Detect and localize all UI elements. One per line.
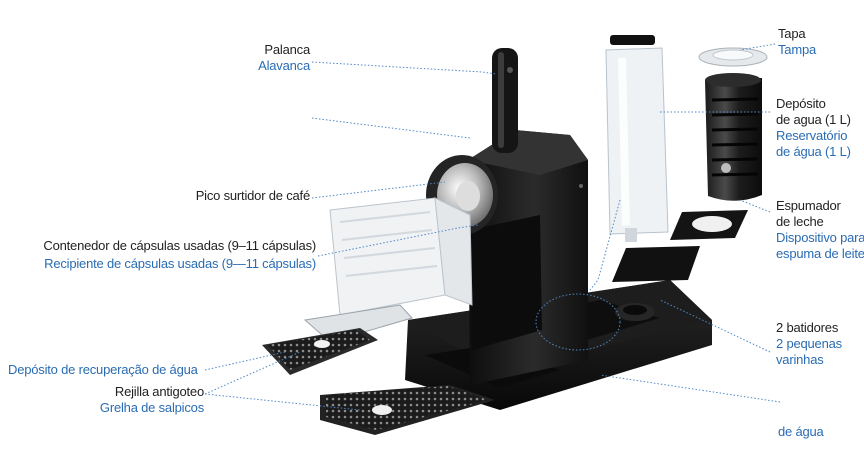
label-drip-grid-es: Rejilla antigoteo [114, 384, 204, 399]
label-tank-pt-2: de água (1 L) [776, 144, 851, 159]
label-frother-es-2: de leche [776, 214, 824, 229]
label-lid-pt: Tampa [778, 42, 817, 57]
milk-frother [705, 73, 762, 201]
leader-lines [204, 43, 781, 411]
water-tank [605, 35, 669, 242]
frother-lid [698, 47, 768, 67]
capsule-container [329, 197, 473, 316]
label-tank-es-2: de agua (1 L) [776, 112, 851, 127]
drip-tray [262, 304, 413, 375]
splash-grid [320, 385, 495, 435]
label-frother-es-1: Espumador [776, 198, 841, 213]
label-lever-es: Palanca [264, 42, 310, 57]
label-tank-es-1: Depósito [776, 96, 826, 111]
whisk-callout [535, 293, 621, 351]
label-lid-es: Tapa [778, 26, 806, 41]
label-capsule-container-pt: Recipiente de cápsulas usadas (9—11 cáps… [44, 256, 316, 271]
label-whisks-es: 2 batidores [776, 320, 839, 335]
frother-base [612, 210, 748, 282]
label-drip-grid-pt: Grelha de salpicos [99, 400, 204, 415]
label-frother-pt-1: Dispositivo para [776, 230, 864, 245]
label-whisks-pt-2: varinhas [776, 352, 824, 367]
label-drip-tray-pt: Depósito de recuperação de água [8, 362, 198, 377]
label-whisks-pt-1: 2 pequenas [776, 336, 842, 351]
label-lever-pt: Alavanca [258, 58, 310, 73]
machine-body [426, 48, 588, 385]
label-tank-pt-1: Reservatório [776, 128, 848, 143]
label-frother-pt-2: espuma de leite [776, 246, 864, 261]
label-capsule-container-es: Contenedor de cápsulas usadas (9–11 cáps… [43, 238, 316, 253]
label-bottom-pt: de água [778, 424, 824, 439]
label-spout-es: Pico surtidor de café [195, 188, 311, 203]
